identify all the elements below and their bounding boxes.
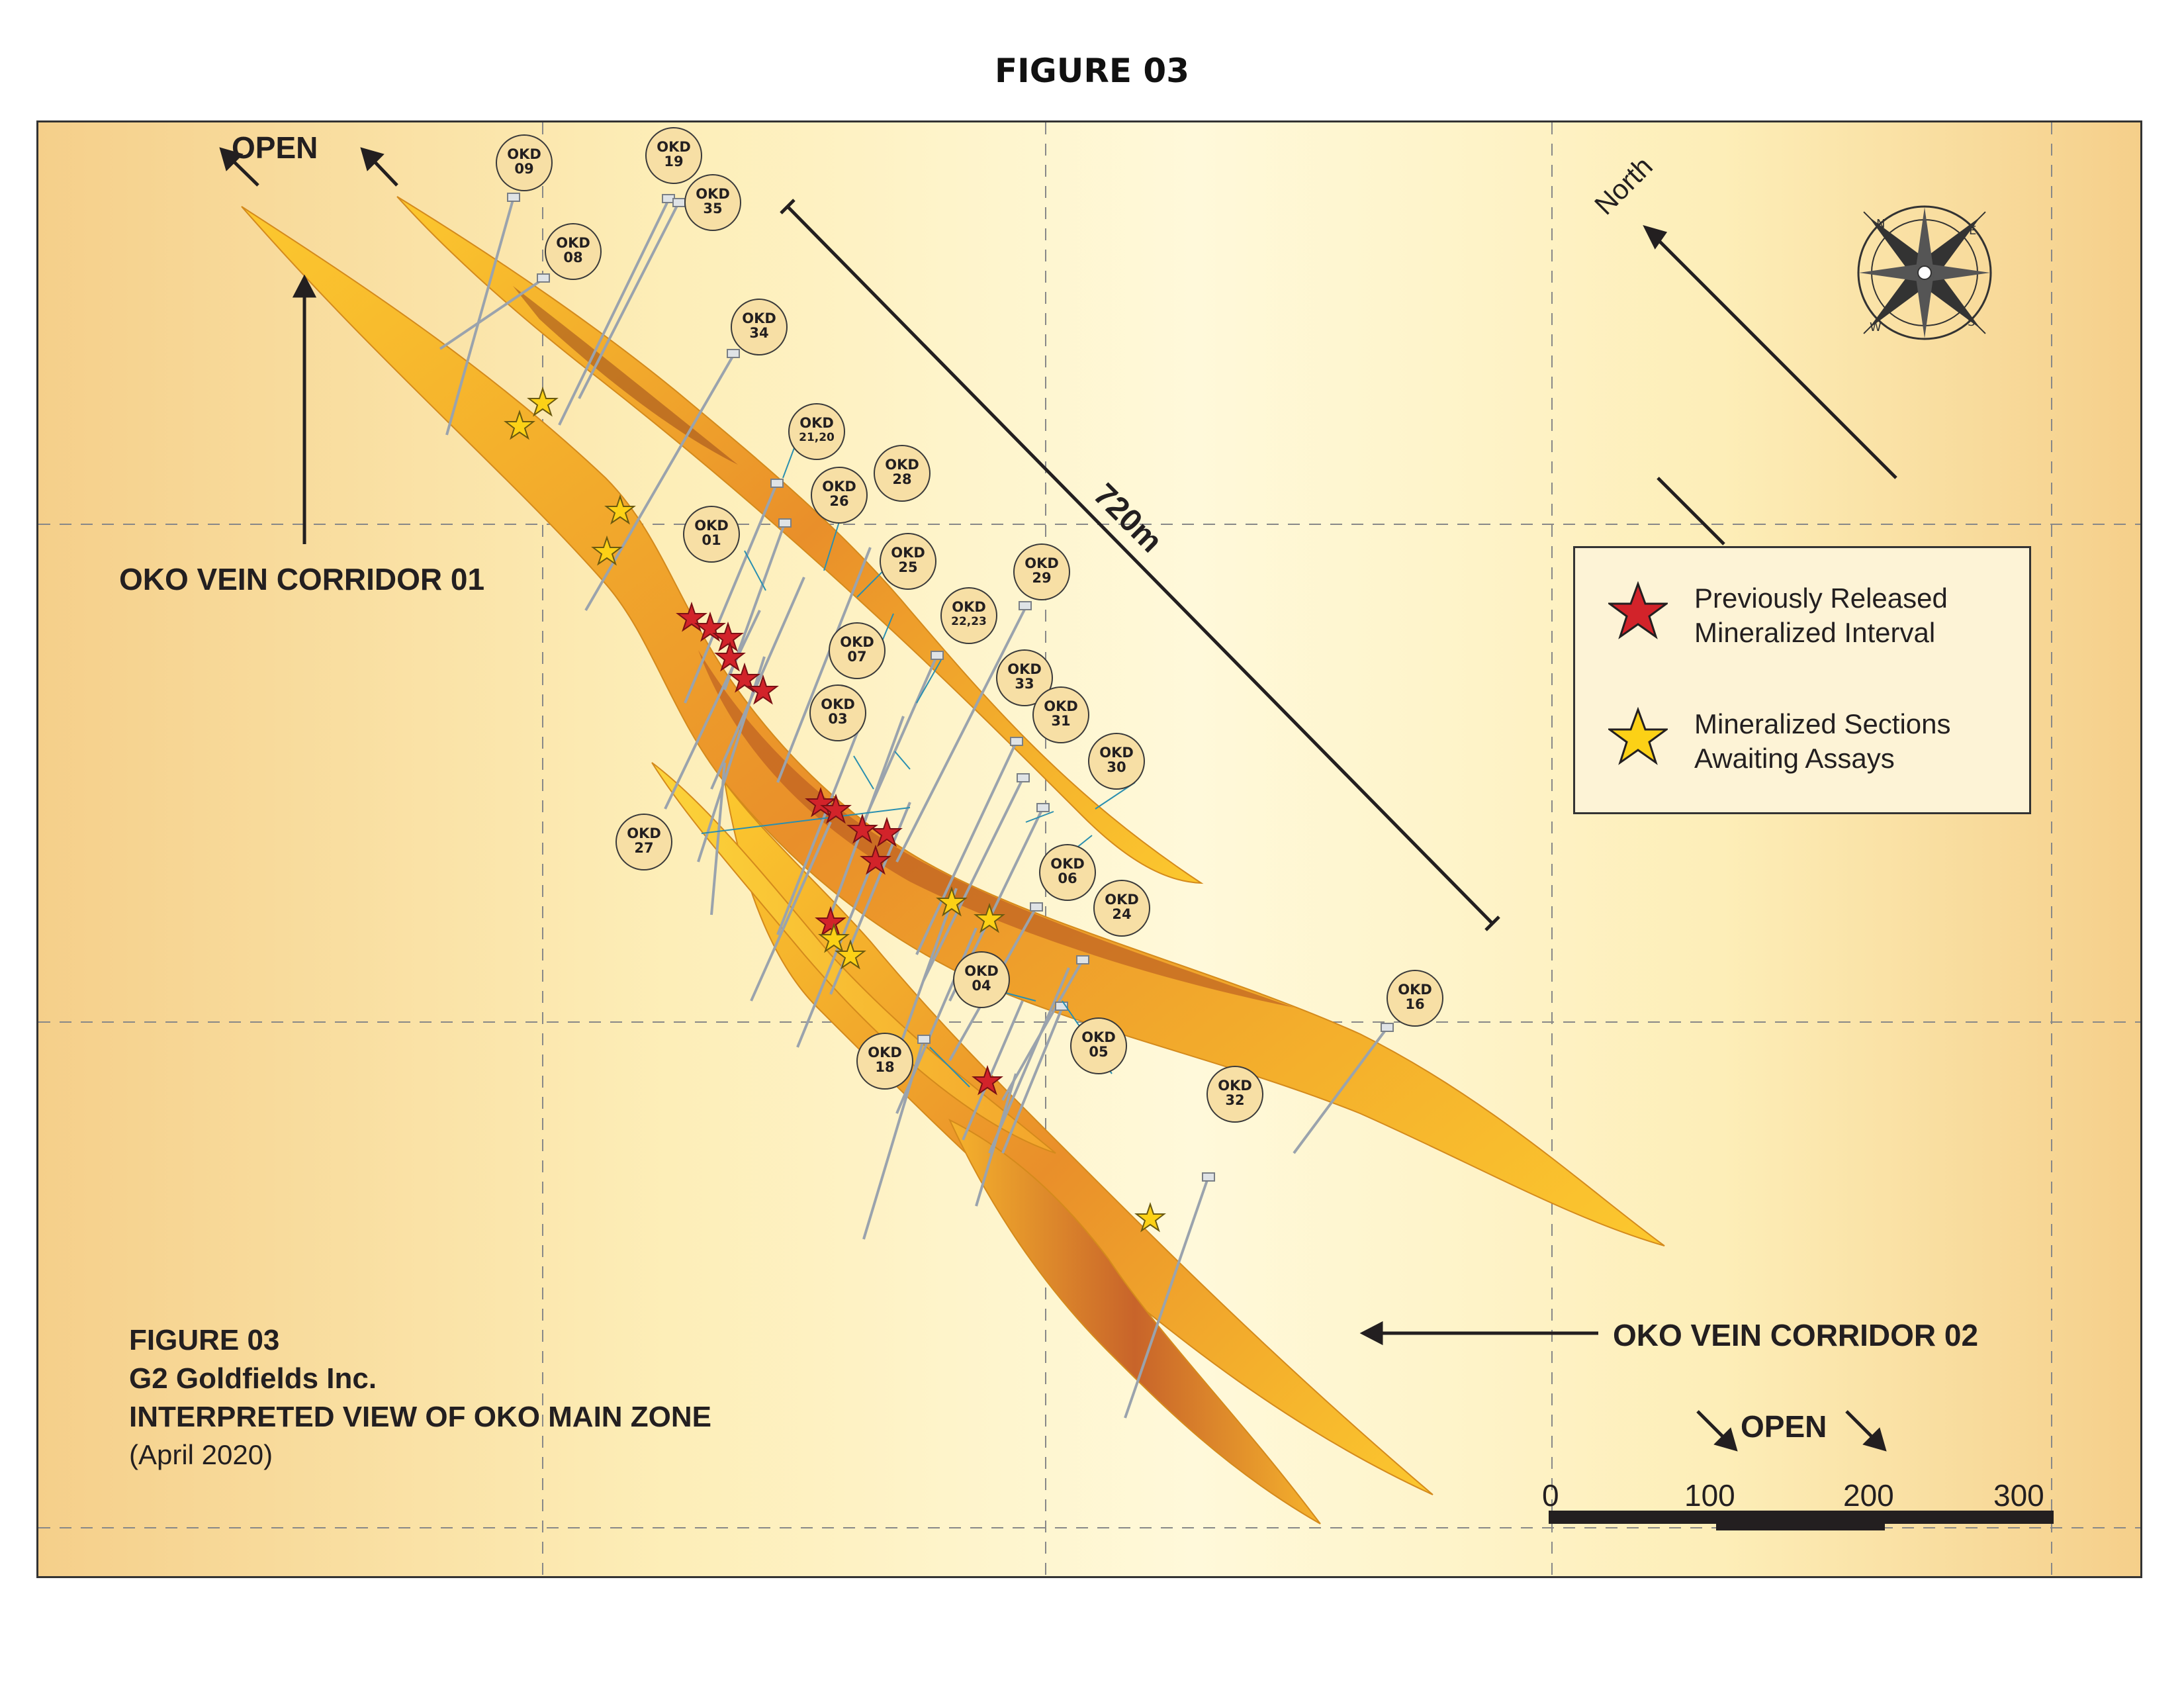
- red-star-icon: [1608, 581, 1668, 639]
- north-arrow: [1643, 225, 1897, 479]
- caption-company: G2 Goldfields Inc.: [129, 1362, 377, 1395]
- red-star-icon: [815, 906, 846, 937]
- caption-title: INTERPRETED VIEW OF OKO MAIN ZONE: [129, 1401, 712, 1433]
- yellow-star-icon: [604, 494, 636, 525]
- red-star-icon: [712, 621, 744, 652]
- yellow-star-icon: [504, 409, 535, 440]
- red-star-icon: [871, 816, 903, 847]
- scale-tick-100: 100: [1684, 1478, 1735, 1513]
- legend-text-line2: Awaiting Assays: [1694, 743, 1895, 774]
- map-background: [36, 120, 2142, 1578]
- red-star-icon: [714, 641, 746, 672]
- yellow-star-icon: [835, 939, 866, 970]
- label-leader-lines: [701, 421, 1136, 1088]
- open-arrows: [219, 147, 1887, 1452]
- vein-corridor-02-label: OKO VEIN CORRIDOR 02: [1613, 1318, 1979, 1352]
- red-star-icon: [729, 662, 760, 693]
- compass-letter-e: E: [1969, 224, 1976, 238]
- yellow-star-icon: [974, 902, 1005, 933]
- yellow-star-icon: [1134, 1201, 1166, 1233]
- yellow-star-icon: [527, 386, 559, 417]
- grid-lines: [38, 122, 2140, 1576]
- yellow-star-icon: [818, 922, 850, 953]
- vein-corridor-01: [241, 206, 1665, 1246]
- red-star-icon: [747, 674, 779, 705]
- open-label-northwest: OPEN: [232, 130, 318, 165]
- red-star-icon: [972, 1064, 1003, 1096]
- red-star-icon: [805, 786, 837, 818]
- red-star-icon: [846, 813, 878, 844]
- vein-corridor-01-label: OKO VEIN CORRIDOR 01: [119, 562, 485, 596]
- legend-text-line2: Mineralized Interval: [1694, 617, 1936, 648]
- vein-corridor-02-upper: [396, 196, 1204, 884]
- map-canvas: N E S W: [36, 120, 2142, 1578]
- scale-tick-200: 200: [1843, 1478, 1894, 1513]
- compass-rose: [1857, 205, 1992, 340]
- figure-title: FIGURE 03: [994, 52, 1190, 90]
- caption-date: (April 2020): [129, 1439, 273, 1470]
- legend: Previously Released Mineralized Interval…: [1573, 546, 2031, 814]
- yellow-star-icon: [1608, 707, 1668, 765]
- compass-letter-s: S: [1968, 315, 1975, 329]
- yellow-stars: [504, 386, 1166, 1233]
- vein-corridor-02: [651, 762, 1433, 1524]
- open-label-southeast: OPEN: [1741, 1409, 1827, 1444]
- legend-text-line1: Mineralized Sections: [1694, 708, 1951, 739]
- compass-letter-n: N: [1876, 217, 1885, 231]
- red-star-icon: [694, 611, 726, 642]
- drill-collars: [507, 193, 1394, 1182]
- scale-tick-300: 300: [1993, 1478, 2044, 1513]
- yellow-star-icon: [936, 886, 968, 917]
- red-star-icon: [860, 844, 891, 875]
- legend-text-line1: Previously Released: [1694, 583, 1948, 614]
- label-arrows: [292, 274, 1725, 1346]
- red-star-icon: [676, 601, 707, 632]
- scale-tick-0: 0: [1542, 1478, 1559, 1513]
- red-star-icon: [820, 793, 852, 824]
- red-stars: [676, 601, 1003, 1096]
- scale-bar: [1549, 1511, 2054, 1530]
- compass-letter-w: W: [1870, 320, 1882, 334]
- distance-line-720m: [780, 199, 1500, 931]
- caption-figure: FIGURE 03: [129, 1324, 280, 1356]
- yellow-star-icon: [591, 535, 623, 566]
